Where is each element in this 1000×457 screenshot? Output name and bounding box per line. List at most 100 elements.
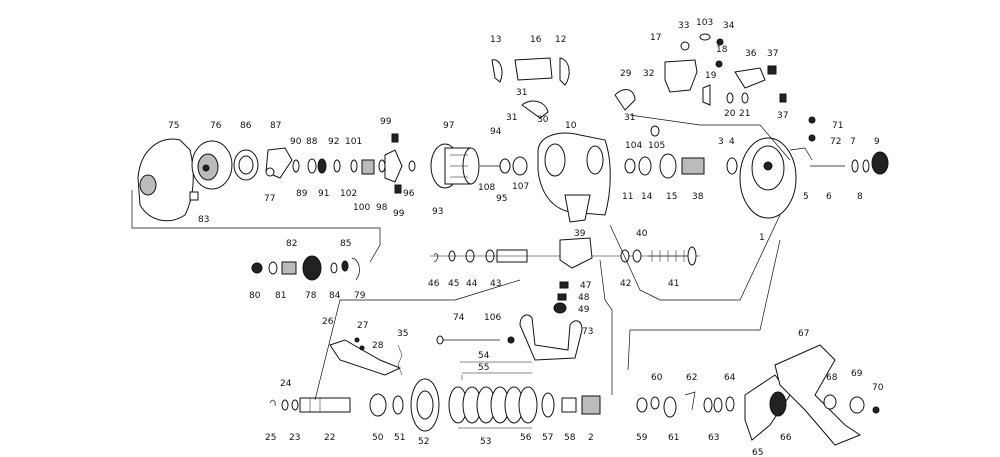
part-number-label: 37: [777, 111, 788, 121]
part-number-label: 1: [759, 233, 765, 243]
part-number-label: 87: [270, 121, 281, 131]
part-number-label: 38: [692, 192, 704, 202]
part-number-label: 21: [739, 109, 750, 119]
part-number-label: 75: [168, 121, 179, 131]
screw-18: [715, 60, 723, 68]
part-number-label: 86: [240, 121, 252, 131]
part-number-label: 107: [512, 182, 529, 192]
part-number-label: 27: [357, 321, 368, 331]
frame-10: [537, 132, 611, 223]
part-number-label: 12: [555, 35, 566, 45]
part-number-label: 59: [636, 433, 648, 443]
washer-63b: [713, 397, 723, 413]
clip-106: [507, 336, 515, 344]
thumb-bar-73: [519, 314, 583, 361]
pawl-62: [684, 391, 696, 411]
washer-103: [699, 33, 711, 41]
clutch-cam-13: [491, 59, 503, 83]
bearing-59: [636, 397, 648, 413]
washer-105: [650, 125, 660, 137]
level-wind-assembly: [430, 237, 700, 314]
part-number-label: 65: [752, 448, 763, 457]
screw-70: [872, 406, 880, 414]
screw-71: [808, 116, 816, 124]
part-number-label: 108: [478, 183, 495, 193]
part-number-label: 31: [516, 88, 527, 98]
drag-washer-stack-53: [448, 386, 538, 424]
part-number-label: 72: [830, 137, 841, 147]
part-number-label: 83: [198, 215, 209, 225]
ratchet-61: [663, 396, 677, 418]
part-number-label: 24: [280, 379, 292, 389]
part-number-label: 13: [490, 35, 501, 45]
part-number-label: 98: [376, 203, 388, 213]
part-number-label: 67: [798, 329, 809, 339]
part-number-label: 53: [480, 437, 491, 447]
part-number-label: 79: [354, 291, 366, 301]
part-number-label: 58: [564, 433, 576, 443]
washer-8: [862, 159, 870, 173]
clutch-cam-12: [559, 57, 570, 86]
part-labels: 75 76 86 87 90 88 92 101 99 97 94 77 89 …: [168, 18, 884, 457]
bearing-4: [726, 157, 738, 175]
part-number-label: 102: [340, 189, 357, 199]
bearing-14: [638, 156, 652, 176]
lever-17: [664, 59, 698, 93]
part-number-label: 43: [490, 279, 501, 289]
part-number-label: 84: [329, 291, 341, 301]
part-number-label: 68: [826, 373, 838, 383]
part-number-label: 20: [724, 109, 736, 119]
nut-66: [769, 391, 787, 417]
washer-57: [541, 392, 555, 418]
part-number-label: 66: [780, 433, 792, 443]
part-number-label: 42: [620, 279, 631, 289]
clutch-plate-26: [329, 339, 402, 376]
part-number-label: 34: [723, 21, 735, 31]
spring-5: [789, 147, 813, 161]
part-number-label: 69: [851, 369, 863, 379]
leader-line-d: [627, 239, 781, 371]
part-number-label: 11: [622, 192, 633, 202]
side-plate-76: [191, 140, 233, 190]
washer-63a: [703, 397, 713, 413]
part-number-label: 99: [380, 117, 392, 127]
screw-34: [716, 38, 724, 46]
part-number-label: 100: [353, 203, 370, 213]
handle-67: [774, 344, 862, 446]
part-number-label: 94: [490, 127, 502, 137]
part-number-label: 14: [641, 192, 653, 202]
bearing-107: [512, 156, 528, 176]
bearing-58: [561, 397, 577, 413]
part-number-label: 63: [708, 433, 719, 443]
part-number-label: 104: [625, 141, 642, 151]
part-number-label: 54: [478, 351, 490, 361]
part-number-label: 47: [580, 281, 591, 291]
part-number-label: 52: [418, 437, 429, 447]
screw-72: [808, 134, 816, 142]
part-number-label: 93: [432, 207, 443, 217]
part-number-label: 19: [705, 71, 717, 81]
part-number-label: 33: [678, 21, 689, 31]
part-number-label: 74: [453, 313, 465, 323]
part-number-label: 44: [466, 279, 478, 289]
part-number-label: 60: [651, 373, 663, 383]
part-number-label: 3: [718, 137, 724, 147]
part-number-label: 17: [650, 33, 661, 43]
pin-head-74: [436, 335, 444, 345]
part-number-label: 10: [565, 121, 577, 131]
part-number-label: 77: [264, 194, 275, 204]
part-number-label: 55: [478, 363, 489, 373]
part-number-label: 45: [448, 279, 459, 289]
washer-60: [650, 396, 660, 410]
part-number-label: 32: [643, 69, 654, 79]
part-number-label: 92: [328, 137, 339, 147]
part-number-label: 71: [832, 121, 843, 131]
part-number-label: 7: [850, 137, 856, 147]
part-number-label: 28: [372, 341, 384, 351]
screw-27: [354, 337, 360, 343]
part-number-label: 30: [537, 115, 549, 125]
screw-83: [189, 191, 199, 201]
part-number-label: 40: [636, 229, 648, 239]
